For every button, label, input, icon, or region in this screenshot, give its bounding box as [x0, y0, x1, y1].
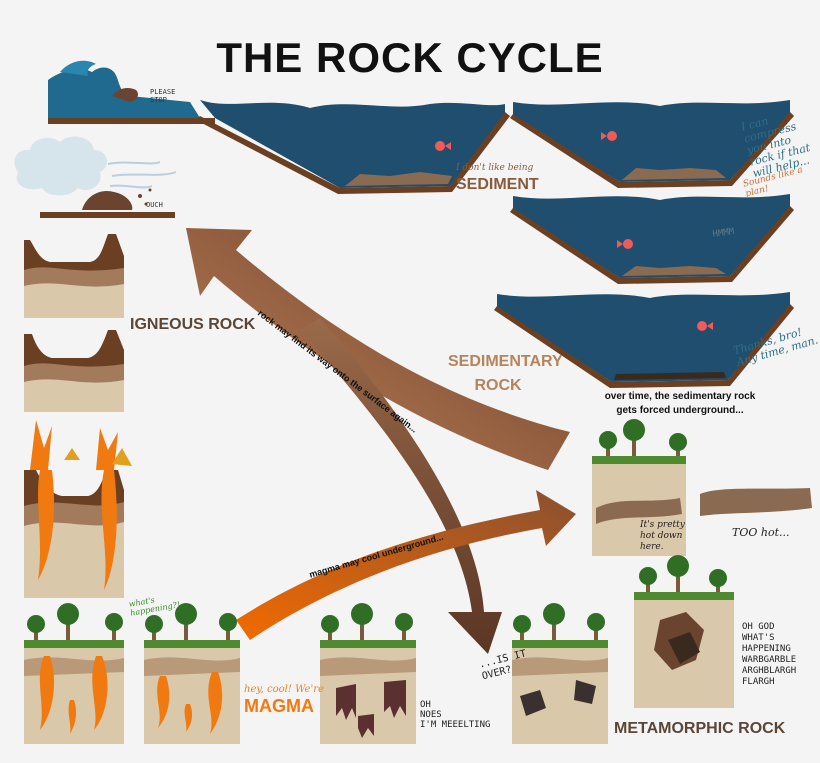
- tree-icon: [669, 433, 687, 451]
- cooled-rock-icon: [520, 690, 546, 716]
- cooled-rock-icon: [574, 680, 596, 704]
- ground-panel-2: [144, 603, 240, 744]
- tree-icon: [145, 615, 163, 633]
- label-magma: MAGMA: [244, 696, 314, 716]
- tree-icon: [321, 615, 339, 633]
- tree-icon: [587, 613, 605, 631]
- speech-please-stop: PLEASE STOP: [150, 88, 176, 104]
- caption-forced-line-1: over time, the sedimentary rock: [604, 391, 756, 402]
- tree-icon: [395, 613, 413, 631]
- basin-2: [510, 194, 794, 284]
- caption-forced-underground: over time, the sedimentary rock gets for…: [580, 390, 780, 418]
- arrow-underground: [236, 490, 576, 640]
- arrow-down: [300, 318, 502, 654]
- page-title: THE ROCK CYCLE: [216, 34, 604, 81]
- igneous-strata-1: [24, 234, 124, 318]
- basin-3: [494, 292, 794, 388]
- speech-hey-cool: hey, cool! We're: [244, 684, 324, 695]
- speech-oh-god: OH GOD WHAT'S HAPPENING WARBGARBLE ARGHB…: [742, 622, 797, 687]
- tree-icon: [175, 603, 197, 625]
- speech-pretty-hot: It's pretty hot down here.: [640, 520, 685, 552]
- eroding-rock-icon: [82, 190, 133, 210]
- speech-ouch: OUCH: [146, 201, 163, 209]
- burning-tree-icon: [112, 448, 132, 466]
- label-igneous-rock: IGNEOUS ROCK: [130, 316, 256, 333]
- label-metamorphic-rock: METAMORPHIC ROCK: [614, 720, 786, 737]
- tree-icon: [667, 555, 689, 577]
- ocean-wave: [48, 60, 215, 124]
- magma-blob-icon: [157, 676, 170, 728]
- fish-icon: [697, 321, 707, 331]
- tree-icon: [623, 419, 645, 441]
- basin-1: [510, 100, 794, 188]
- tree-icon: [709, 569, 727, 587]
- burning-tree-icon: [64, 448, 80, 460]
- tree-icon: [639, 567, 657, 585]
- metamorphic-panel-lower: [634, 555, 734, 708]
- melting-rock-icon: [384, 680, 406, 718]
- magma-blob-icon: [92, 656, 108, 730]
- melting-rock-icon: [336, 684, 356, 720]
- volcano-panel: [24, 420, 132, 598]
- tumbling-rock-icon: [112, 88, 138, 102]
- sediment-basin: [196, 100, 510, 194]
- lava-icon: [96, 428, 118, 470]
- tree-icon: [543, 603, 565, 625]
- lava-icon: [30, 420, 52, 470]
- label-sedimentary-line-1: SEDIMENTARY: [448, 353, 563, 370]
- tree-icon: [599, 431, 617, 449]
- label-sedimentary-rock: SEDIMENTARY ROCK: [448, 350, 563, 398]
- tree-icon: [219, 613, 237, 631]
- tree-icon: [105, 613, 123, 631]
- fish-icon: [435, 141, 445, 151]
- speech-oh-noes: OH NOES I'M MEEELTING: [420, 700, 491, 730]
- igneous-strata-2: [24, 330, 124, 412]
- tree-icon: [57, 603, 79, 625]
- speech-dont-like: I don't like being: [456, 163, 534, 173]
- speech-too-hot: TOO hot...: [732, 526, 790, 539]
- ground-panel-1: [24, 603, 124, 744]
- magma-blob-icon: [39, 656, 55, 730]
- ground-panel-3: [320, 603, 416, 744]
- ground-panel-4: [512, 603, 608, 744]
- tree-icon: [351, 603, 373, 625]
- label-sediment: SEDIMENT: [456, 176, 539, 193]
- caption-forced-line-2: gets forced underground...: [616, 405, 744, 416]
- tree-icon: [513, 615, 531, 633]
- wind-cloud: [14, 136, 177, 218]
- fish-icon: [607, 131, 617, 141]
- magma-blob-icon: [208, 672, 223, 734]
- label-sedimentary-line-2: ROCK: [474, 377, 522, 394]
- metamorphic-panel-upper: [592, 419, 812, 556]
- fish-icon: [623, 239, 633, 249]
- tree-icon: [27, 615, 45, 633]
- arrow-surface: [186, 228, 570, 470]
